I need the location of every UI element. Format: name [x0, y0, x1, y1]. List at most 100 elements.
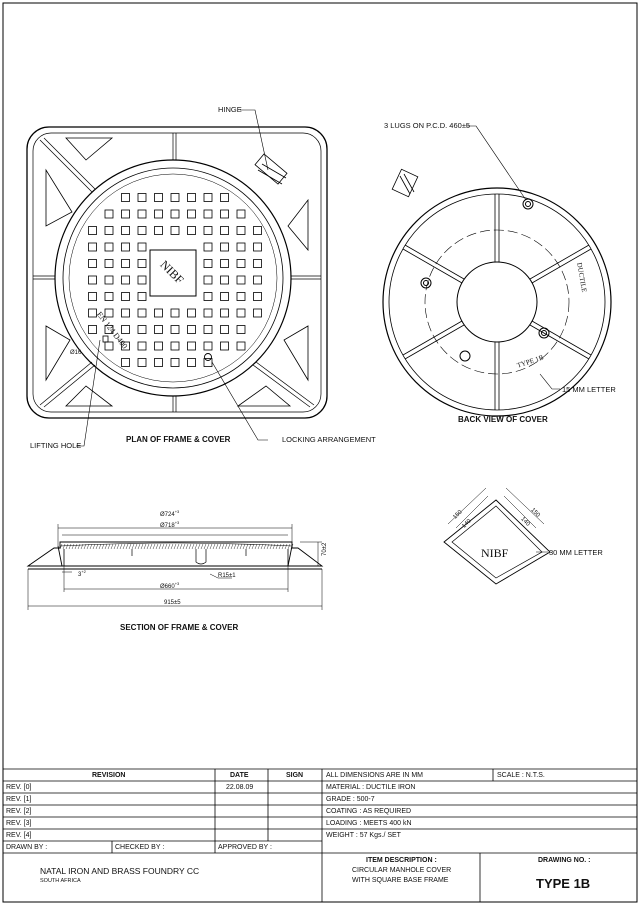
lifting-hole [102, 335, 109, 343]
section-hatch-line [140, 543, 144, 550]
section-hatch-line [251, 543, 255, 550]
frame-outer [26, 126, 328, 419]
lug-3 [538, 327, 550, 339]
note-2: GRADE : 500-7 [326, 796, 375, 803]
cover-pattern-square [220, 193, 229, 202]
hinge [254, 153, 288, 185]
plan-leaders [76, 109, 269, 447]
cover-pattern-square [104, 308, 114, 318]
cover-pattern-square [104, 341, 114, 351]
section-hatch-line [203, 543, 207, 550]
nibf-plate [149, 249, 197, 297]
cover-pattern-square [154, 358, 163, 367]
cover-pattern-square [203, 308, 213, 318]
cover-pattern-square [203, 341, 213, 351]
section-hatch-line [131, 543, 135, 550]
note-3: COATING : AS REQUIRED [326, 808, 412, 815]
section-hatch-line [188, 543, 192, 550]
cover-pattern-square [121, 209, 130, 219]
cover-pattern-square [187, 209, 196, 219]
section-hatch-line [113, 543, 117, 550]
section-hatch-line [218, 543, 222, 550]
section-hatch-line [149, 543, 153, 550]
section-hatch-line [200, 543, 204, 550]
cover-pattern-square [203, 325, 213, 334]
section-hatch-line [89, 543, 93, 550]
cover-pattern-square [104, 275, 114, 285]
section-hatch-line [137, 543, 141, 550]
lifting-hole-label: LIFTING HOLE [30, 441, 82, 450]
section-hatch-line [233, 543, 237, 550]
section-hatch-line [215, 543, 219, 550]
section-hatch-line [191, 543, 195, 550]
section-hatch-line [269, 543, 273, 550]
section-hatch-line [185, 543, 189, 550]
title-block-grid [3, 768, 637, 902]
section-hatch-line [143, 543, 147, 550]
locking-label: LOCKING ARRANGEMENT [282, 435, 376, 444]
rev-4: REV. [4] [6, 832, 32, 839]
cover-pattern-square [88, 259, 97, 268]
section-hatch-line [224, 543, 228, 550]
dim-3: 3+2 [78, 569, 86, 579]
date-header: DATE [230, 772, 249, 779]
section-hatch-line [101, 543, 105, 550]
cover-pattern-square [104, 259, 114, 268]
cover-pattern-square [187, 226, 196, 235]
section-hatch-line [209, 543, 213, 550]
section-hatch-line [290, 543, 294, 550]
section-hatch-line [221, 543, 225, 550]
cover-pattern-square [137, 242, 147, 252]
section-hatch-line [107, 543, 111, 550]
cover-pattern-square [154, 341, 163, 351]
drawing-no-header: DRAWING NO. : [538, 857, 591, 864]
rev-0: REV. [0] [6, 784, 32, 791]
cover-pattern-square [236, 242, 246, 252]
cover-pattern-square [220, 209, 229, 219]
cover-pattern-square [203, 193, 213, 202]
cover-pattern-square [121, 259, 130, 268]
cover-pattern-square [220, 275, 229, 285]
company-name: NATAL IRON AND BRASS FOUNDRY CC [40, 866, 200, 876]
cover-pattern-square [203, 292, 213, 301]
cover-pattern-square [104, 242, 114, 252]
section-hatch-line [194, 543, 198, 550]
section-hatch-line [155, 543, 159, 550]
section-hatch-line [65, 543, 69, 550]
frame-inner [32, 132, 322, 413]
section-hatch-line [59, 543, 63, 550]
cover-pattern-square [121, 325, 130, 334]
section-hatch-line [110, 543, 114, 550]
dim-r15: R15±1 [218, 573, 236, 579]
section-hatch-line [212, 543, 216, 550]
cover-pattern-square [253, 275, 262, 285]
cover-pattern-square [154, 209, 163, 219]
cover-pattern-square [121, 242, 130, 252]
section-hatch-line [263, 543, 267, 550]
section-hatch-line [173, 543, 177, 550]
section-title: SECTION OF FRAME & COVER [120, 623, 239, 632]
section-hatch-line [284, 543, 288, 550]
cover-pattern-square [236, 341, 246, 351]
cover-pattern-square [236, 308, 246, 318]
section-hatch-line [236, 543, 240, 550]
cover-pattern-square [88, 242, 97, 252]
cover-pattern-square [203, 226, 213, 235]
cover-pattern-square [121, 275, 130, 285]
cover-pattern-square [187, 325, 196, 334]
plan-view [26, 126, 328, 419]
cover-pattern-square [220, 259, 229, 268]
section-hatch-line [164, 543, 168, 550]
dim-915: 915±5 [164, 600, 181, 606]
dim-660: Ø660+3 [160, 581, 180, 591]
note-0: ALL DIMENSIONS ARE IN MM [326, 772, 423, 779]
cover-pattern-square [236, 226, 246, 235]
section-hatch-line [128, 543, 132, 550]
section-hatch-line [161, 543, 165, 550]
cover-pattern-square [137, 209, 147, 219]
dim-718: Ø718+3 [160, 520, 180, 530]
section-hatch-line [62, 543, 66, 550]
cover-pattern-square [236, 259, 246, 268]
cover-pattern-square [88, 226, 97, 235]
